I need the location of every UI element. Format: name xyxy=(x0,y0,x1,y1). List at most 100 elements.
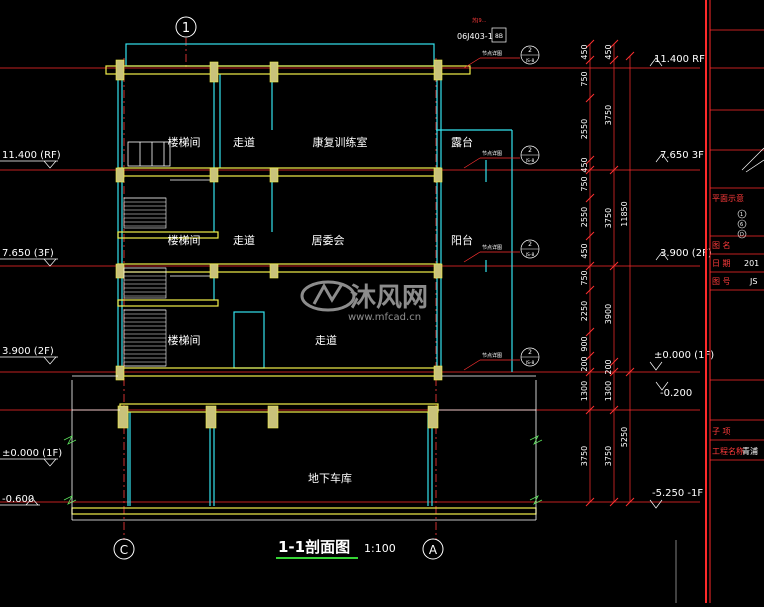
left-levels: 11.400 (RF) 7.650 (3F) 3.900 (2F) ±0.000… xyxy=(2,150,62,505)
room-stair-1f: 楼梯间 xyxy=(168,333,201,347)
dimension-text: 750 xyxy=(580,270,589,285)
dimension-text: 900 xyxy=(580,336,589,351)
detail-sheet: JS-8 xyxy=(525,158,535,164)
tb-plan-hint: 平面示意 xyxy=(712,193,744,203)
detail-sheet: JS-8 xyxy=(525,58,535,64)
tb-drawing-name: 图 名 xyxy=(712,240,731,250)
dimension-text: 5250 xyxy=(620,427,629,447)
drawing-title-group: 1-1剖面图 1:100 xyxy=(276,538,396,559)
level-left-1f: ±0.000 (1F) xyxy=(2,448,62,459)
parapet xyxy=(125,43,435,67)
detail-sheet: JS-8 xyxy=(525,360,535,366)
grid-bubble-1: 1 xyxy=(175,16,197,38)
detail-label: 节点详图 xyxy=(482,150,502,157)
std-ref-sheet: 8B xyxy=(495,33,503,40)
detail-callout: 2JS-8 节点详图 xyxy=(463,347,540,371)
dimension-lines xyxy=(589,44,631,502)
dimension-text: 3750 xyxy=(604,105,613,125)
level-right-rf: 11.400 RF xyxy=(654,54,705,65)
detail-callout: 2JS-8 节点详图 xyxy=(463,145,540,169)
dimension-outer: 11850 5250 xyxy=(620,201,629,447)
dimension-text: 750 xyxy=(580,71,589,86)
dimension-text: 200 xyxy=(604,359,613,374)
room-balcony-2f: 阳台 xyxy=(451,233,473,247)
watermark-logo-icon xyxy=(300,280,356,312)
std-ref: 06J403-1 xyxy=(457,32,493,41)
grid-bubble-a: A xyxy=(422,538,444,560)
slab-roof xyxy=(105,65,471,75)
dimension-text: 11850 xyxy=(620,201,629,226)
stair-landing-2 xyxy=(117,231,219,239)
std-ref-callout: 苏J9... 06J403-1 8B xyxy=(457,17,507,43)
room-balcony-3f: 露台 xyxy=(451,135,473,149)
column-heads xyxy=(115,59,443,429)
level-left-3f: 7.650 (3F) xyxy=(2,248,54,259)
room-corridor-1f: 走道 xyxy=(315,333,337,347)
dimension-text: 2250 xyxy=(580,301,589,321)
break-marks xyxy=(63,435,543,505)
dimension-text: 450 xyxy=(604,44,613,59)
door-1f xyxy=(233,311,265,369)
slab-2f xyxy=(117,263,441,273)
detail-sheet: JS-8 xyxy=(525,252,535,258)
detail-label: 节点详图 xyxy=(482,352,502,359)
dimension-inner: 4507502550450750255045075022509002001300… xyxy=(580,44,589,466)
railings xyxy=(127,141,210,277)
tb-key-2: 6 xyxy=(740,222,743,228)
grid-axes xyxy=(123,38,437,540)
dimension-text: 200 xyxy=(580,356,589,371)
level-right-1f: ±0.000 (1F) xyxy=(654,350,714,361)
dimension-text: 450 xyxy=(580,157,589,172)
level-left-rf: 11.400 (RF) xyxy=(2,150,61,161)
grid-label-top: 1 xyxy=(182,21,190,36)
dimension-text: 450 xyxy=(580,243,589,258)
left-level-ticks xyxy=(0,160,58,506)
tb-date-value: 201 xyxy=(744,259,759,268)
stair-landing xyxy=(117,299,219,307)
std-ref-small: 苏J9... xyxy=(472,17,487,24)
detail-num: 2 xyxy=(528,147,532,154)
right-level-ticks xyxy=(649,57,669,509)
detail-label: 节点详图 xyxy=(482,50,502,57)
drawing-title: 1-1剖面图 xyxy=(278,538,350,556)
grid-bubble-c: C xyxy=(113,538,135,560)
grid-label-a: A xyxy=(429,543,438,557)
level-right-b1: -5.250 -1F xyxy=(652,488,703,499)
title-block: 平面示意 1 6 D 图 名 日 期 201 图 号 JS 子 项 工程名称 青… xyxy=(675,0,764,603)
slab-b1 xyxy=(119,403,439,413)
dimension-text: 3900 xyxy=(604,304,613,324)
room-garage: 地下车库 xyxy=(308,471,352,485)
level-left-2f: 3.900 (2F) xyxy=(2,346,54,357)
right-levels: 11.400 RF 7.650 3F 3.900 (2F) ±0.000 (1F… xyxy=(652,54,714,499)
level-right-3f: 7.650 3F xyxy=(660,150,704,161)
dimension-text: 750 xyxy=(580,176,589,191)
dimension-text: 3750 xyxy=(604,446,613,466)
dimension-text: 1300 xyxy=(580,381,589,401)
detail-num: 2 xyxy=(528,349,532,356)
ground-line xyxy=(71,375,537,521)
tb-project-value: 青浦 xyxy=(742,446,758,456)
dimension-text: 1300 xyxy=(604,381,613,401)
tb-date-label: 日 期 xyxy=(712,259,731,268)
tb-sheet-value: JS xyxy=(749,277,757,286)
room-stair-2f: 楼梯间 xyxy=(168,233,201,247)
grid-label-c: C xyxy=(120,543,128,557)
room-corridor-3f: 走道 xyxy=(233,135,255,149)
detail-label: 节点详图 xyxy=(482,244,502,251)
drawing-scale: 1:100 xyxy=(364,542,396,555)
tb-project-label: 工程名称 xyxy=(712,446,744,456)
tb-sub-item: 子 项 xyxy=(712,427,731,436)
room-stair-3f: 楼梯间 xyxy=(168,135,201,149)
tb-key-1: 1 xyxy=(740,212,743,218)
tb-key-3: D xyxy=(740,232,744,238)
slab-3f xyxy=(117,167,441,177)
watermark: 沐风网 www.mfcad.cn xyxy=(300,280,428,323)
room-corridor-2f: 走道 xyxy=(233,233,255,247)
level-right-2f: 3.900 (2F) xyxy=(660,248,712,259)
